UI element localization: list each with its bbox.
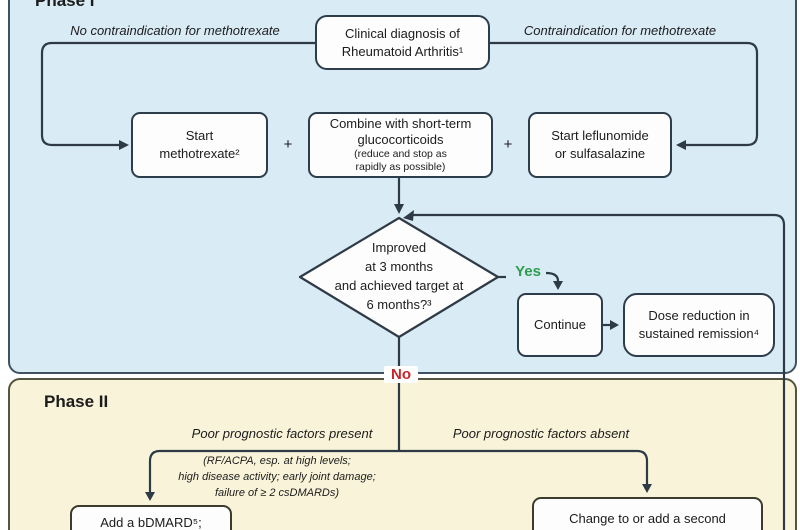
arrowhead-into-change-second (642, 484, 652, 493)
connector-feedback-loop (412, 213, 786, 530)
node-add-bdmard: Add a bDMARD⁵; (70, 505, 232, 530)
node-change-second-label: Change to or add a second (569, 511, 726, 526)
plus-sign-left: + (283, 136, 293, 153)
connector-split-right (399, 449, 649, 486)
decision-diamond (298, 216, 500, 339)
node-dose-reduction: Dose reduction in sustained remission⁴ (623, 293, 775, 357)
plus-sign-right: + (503, 136, 513, 153)
arrowhead-into-add-bdmard (145, 492, 155, 501)
arrowhead-feedback-into-decision (403, 210, 414, 221)
node-start-leflunomide: Start leflunomide or sulfasalazine (528, 112, 672, 178)
branch-label-poor-factors-absent: Poor prognostic factors absent (452, 426, 630, 441)
node-start-methotrexate: Start methotrexate² (131, 112, 268, 178)
arrowhead-yes-into-continue (553, 281, 563, 290)
node-clinical-diagnosis-label: Clinical diagnosis of Rheumatoid Arthrit… (341, 25, 464, 59)
node-add-bdmard-label: Add a bDMARD⁵; (100, 515, 202, 530)
node-glucocorticoids-label: Combine with short-term glucocorticoids (329, 116, 472, 147)
no-label: No (384, 366, 418, 383)
phase1-label: Phase I (35, 0, 95, 10)
arrowhead-into-dose-reduction (610, 320, 619, 330)
branch-label-no-contraindication: No contraindication for methotrexate (70, 23, 280, 38)
poor-prognostic-note: (RF/ACPA, esp. at high levels; high dise… (178, 455, 376, 499)
connector-yes-post (545, 271, 560, 282)
arrowhead-into-methotrexate (119, 140, 129, 150)
node-change-second: Change to or add a second (532, 497, 763, 530)
node-continue: Continue (517, 293, 603, 357)
node-start-leflunomide-label: Start leflunomide or sulfasalazine (551, 128, 649, 161)
node-continue-label: Continue (533, 317, 587, 332)
node-clinical-diagnosis: Clinical diagnosis of Rheumatoid Arthrit… (315, 15, 490, 70)
connector-contraindication (490, 41, 759, 147)
node-glucocorticoids: Combine with short-term glucocorticoids … (308, 112, 493, 178)
decision-text: Improved at 3 months and achieved target… (334, 240, 464, 312)
node-dose-reduction-label: Dose reduction in sustained remission⁴ (638, 308, 760, 341)
connector-split-left (148, 449, 399, 494)
node-glucocorticoids-note: (reduce and stop as rapidly as possible) (354, 148, 447, 173)
phase2-label: Phase II (44, 392, 109, 411)
connector-no-contraindication (40, 41, 315, 147)
arrowhead-into-leflunomide (676, 140, 686, 150)
arrowhead-into-decision-top (394, 204, 404, 214)
node-start-methotrexate-label: Start methotrexate² (159, 128, 240, 161)
branch-label-contraindication: Contraindication for methotrexate (523, 23, 717, 38)
yes-label: Yes (515, 263, 541, 280)
branch-label-poor-factors-present: Poor prognostic factors present (191, 426, 373, 441)
